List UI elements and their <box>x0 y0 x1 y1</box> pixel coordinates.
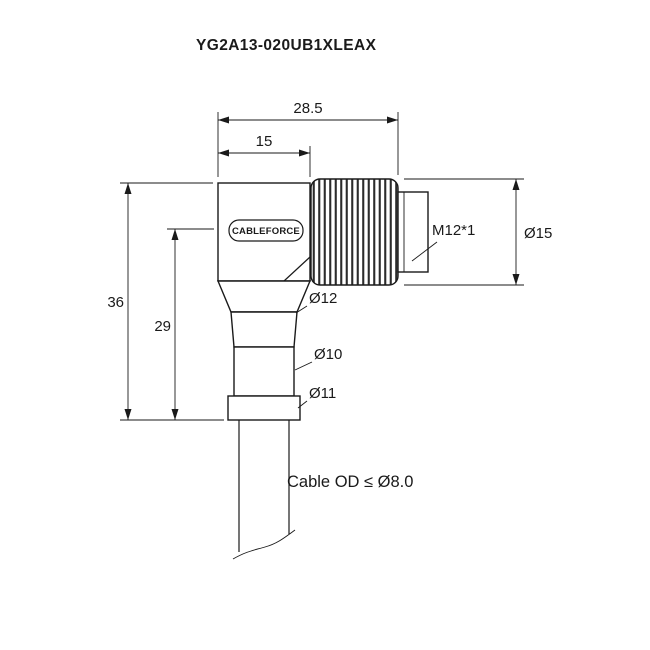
coupling-nut-knurl <box>310 178 399 286</box>
dim-exit-height-label: 29 <box>154 318 171 335</box>
thread-spec-label: M12*1 <box>432 222 475 239</box>
boot-flange <box>227 395 301 421</box>
boot-neck <box>233 346 295 397</box>
boot-taper <box>230 311 298 348</box>
brand-label: CABLEFORCE <box>232 226 300 237</box>
leader-line-neck <box>294 361 313 371</box>
leader-line-flange <box>297 400 308 409</box>
leader-line-thread <box>411 241 438 262</box>
dim-boot-top-od-label: Ø12 <box>309 290 337 307</box>
cable-od-note: Cable OD ≤ Ø8.0 <box>287 473 413 491</box>
dim-overall-height-label: 36 <box>107 294 124 311</box>
dim-connector-od-label: Ø15 <box>524 225 552 242</box>
boot-shoulder <box>216 280 312 313</box>
page-title: YG2A13-020UB1XLEAX <box>196 37 377 54</box>
leader-line-boot-top <box>295 305 308 314</box>
dim-body-length-label: 15 <box>256 133 273 150</box>
dim-neck-od-label: Ø10 <box>314 346 342 363</box>
body-chamfer-edge <box>283 256 311 282</box>
dim-flange-od-label: Ø11 <box>309 385 336 402</box>
dim-overall-length-label: 28.5 <box>293 100 322 117</box>
connector-end-face <box>397 191 429 273</box>
cable-break-line <box>232 529 296 560</box>
brand-badge <box>228 219 304 242</box>
